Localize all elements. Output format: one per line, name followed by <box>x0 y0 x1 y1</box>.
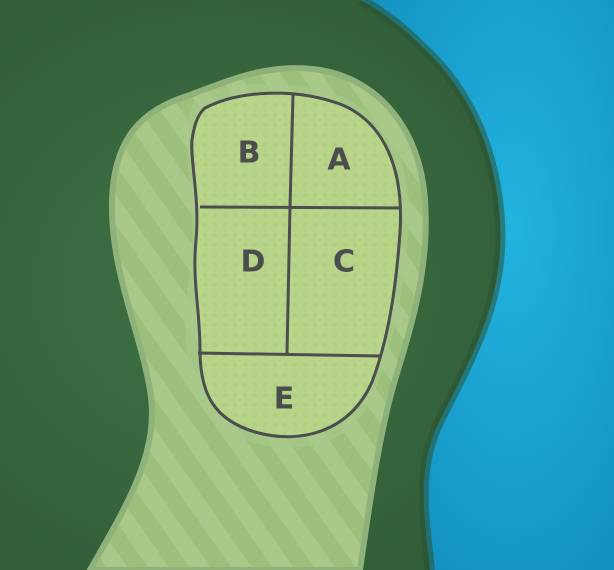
zone-label-e: E <box>274 382 295 417</box>
zone-label-d: D <box>241 245 266 280</box>
putting-green <box>192 93 401 437</box>
zone-label-b: B <box>238 136 261 171</box>
zone-label-c: C <box>333 245 355 280</box>
zone-label-a: A <box>327 143 351 178</box>
divider-horizontal-mid <box>200 207 400 208</box>
